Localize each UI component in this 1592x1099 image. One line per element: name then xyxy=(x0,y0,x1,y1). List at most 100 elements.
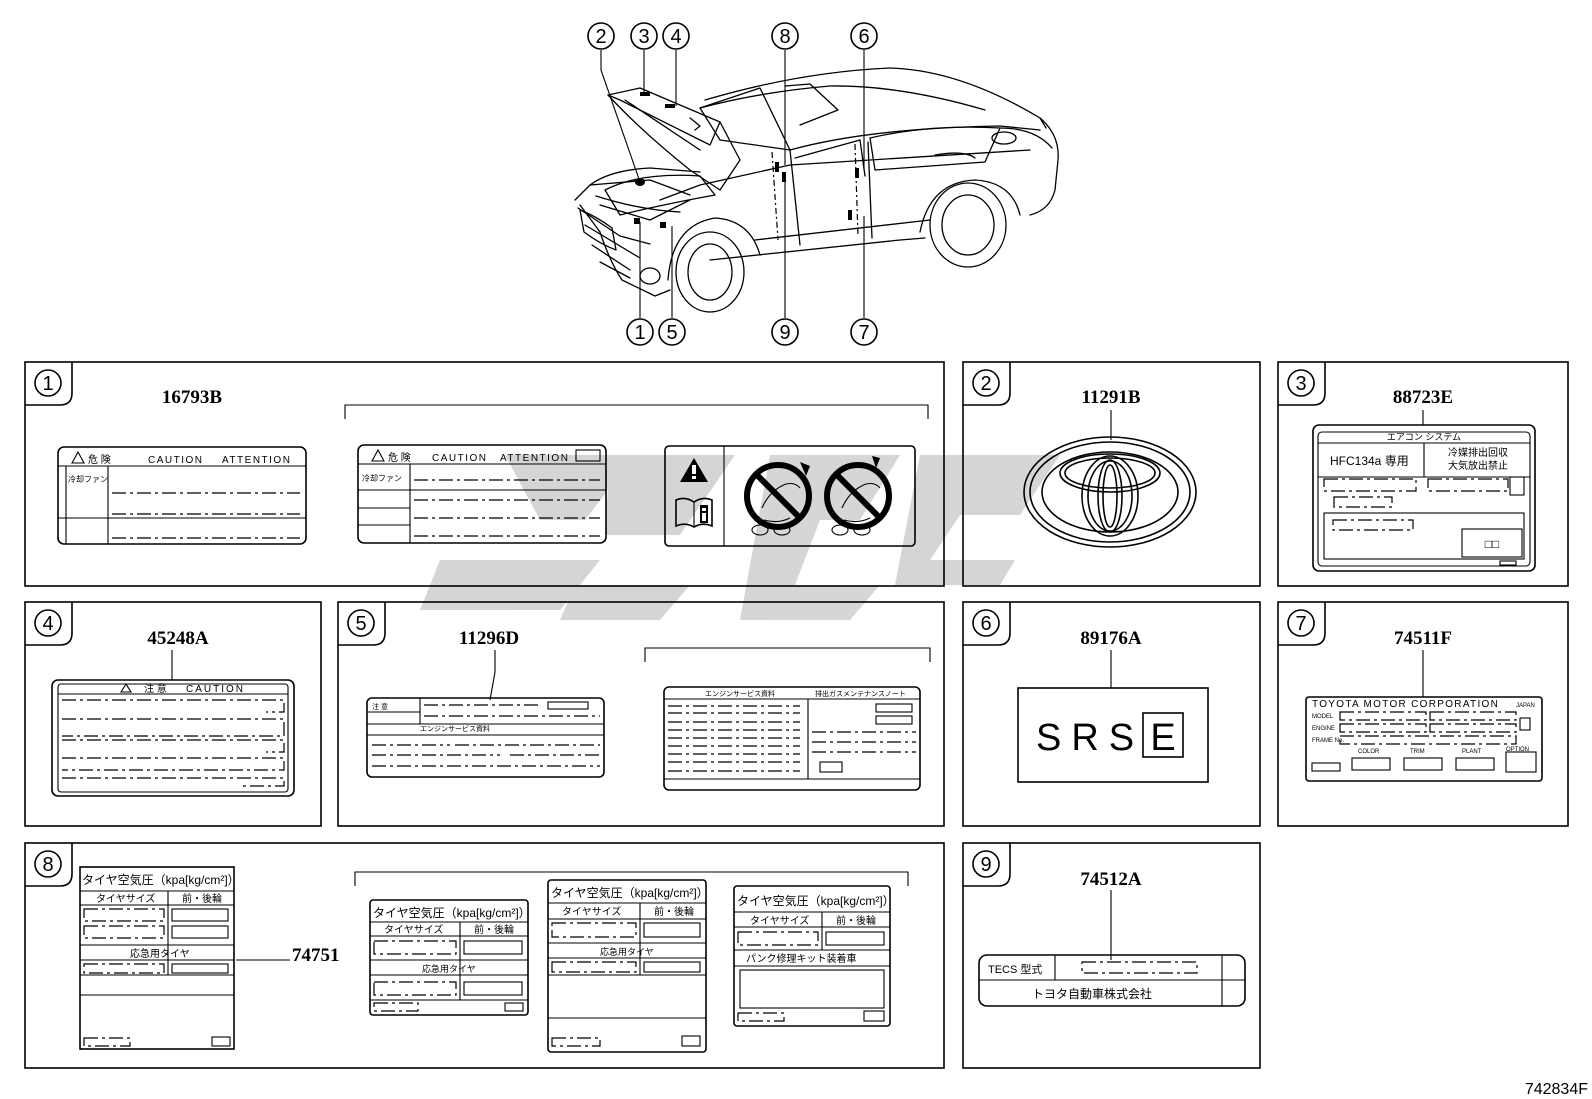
part-number-74511F: 74511F xyxy=(1394,628,1452,649)
panel-callout-1: 1 xyxy=(42,373,53,395)
srs-text: SRS xyxy=(1036,717,1144,759)
panel-callout-tabs xyxy=(25,362,1326,887)
car-callout-text-6: 6 xyxy=(858,26,869,48)
label-a-coolant-fan: 冷却ファン xyxy=(68,474,108,484)
engine-service-title: エンジンサービス資料 xyxy=(705,689,775,698)
tire-c-front-rear: 前・後輪 xyxy=(654,905,694,918)
tire-b-title: タイヤ空気圧（kpa[kg/cm²]） xyxy=(373,905,531,920)
car-callout-8 xyxy=(771,22,799,50)
label-b-attention: ATTENTION xyxy=(500,453,569,464)
car-callouts xyxy=(587,22,878,346)
tire-d-puncture-kit: パンク修理キット装着車 xyxy=(746,952,857,965)
tire-d-front-rear: 前・後輪 xyxy=(836,914,876,927)
panel-2-toyota-emblem xyxy=(1023,410,1197,548)
tire-c-title: タイヤ空気圧（kpa[kg/cm²]） xyxy=(551,885,709,900)
car-callout-4 xyxy=(662,22,690,50)
caution-jp: 注 意 xyxy=(144,682,167,695)
frame-no: FRAME No. xyxy=(1312,738,1344,744)
part-number-74751: 74751 xyxy=(292,945,340,966)
label-b-coolant-fan: 冷却ファン xyxy=(362,473,402,483)
tecs-model: TECS 型式 xyxy=(988,962,1042,976)
toyota-motor-corporation: TOYOTA MOTOR CORPORATION xyxy=(1312,699,1499,710)
panel-callout-7: 7 xyxy=(1295,613,1306,635)
car-callout-text-5: 5 xyxy=(666,322,677,344)
panel-callout-6: 6 xyxy=(980,613,991,635)
car-leader-lines xyxy=(600,50,865,318)
part-number-45248A: 45248A xyxy=(147,628,209,649)
tire-a-front-rear: 前・後輪 xyxy=(182,892,222,905)
toyota-jp: トヨタ自動車株式会社 xyxy=(1032,986,1152,1001)
car-callout-1 xyxy=(626,318,654,346)
caution-en: CAUTION xyxy=(186,684,245,695)
car-callout-text-8: 8 xyxy=(779,26,790,48)
car-callout-3 xyxy=(630,22,658,50)
tire-d-title: タイヤ空気圧（kpa[kg/cm²]） xyxy=(737,893,895,908)
panel-callout-3: 3 xyxy=(1295,373,1306,395)
engine: ENGINE xyxy=(1312,726,1335,732)
car-callout-5 xyxy=(658,318,686,346)
panel-1-labels xyxy=(57,404,929,547)
tire-c-size: タイヤサイズ xyxy=(562,905,621,918)
panel-callout-8: 8 xyxy=(42,854,53,876)
tire-a-size: タイヤサイズ xyxy=(96,892,155,905)
emission-note: 排出ガスメンテナンスノート xyxy=(815,689,906,698)
plant: PLANT xyxy=(1462,749,1482,755)
panel-callout-9: 9 xyxy=(980,854,991,876)
car-callout-text-9: 9 xyxy=(779,322,790,344)
panel-frames xyxy=(24,361,1569,1069)
car-callout-text-4: 4 xyxy=(670,26,681,48)
aircon-hfc: HFC134a 専用 xyxy=(1330,454,1409,468)
panel-callout-5: 5 xyxy=(355,613,366,635)
label-a-danger: 危 険 xyxy=(88,454,111,466)
part-number-74512A: 74512A xyxy=(1080,869,1142,890)
tire-b-spare: 応急用タイヤ xyxy=(422,963,476,974)
japan: JAPAN xyxy=(1516,703,1535,709)
aircon-system-title: エアコン システム xyxy=(1387,432,1461,442)
panel-7-id-plate xyxy=(1305,650,1543,782)
tire-b-size: タイヤサイズ xyxy=(384,923,443,936)
aircon-refrigerant-1: 冷媒排出回収 xyxy=(1448,446,1508,459)
panel-9-tecs-label xyxy=(978,890,1246,1007)
car-callout-2 xyxy=(587,22,615,50)
car-callout-6 xyxy=(850,22,878,50)
panel-4-caution-label xyxy=(51,650,295,797)
aircon-square-mark: □□ xyxy=(1485,537,1500,551)
tire-c-spare: 応急用タイヤ xyxy=(600,946,654,957)
label-a-attention: ATTENTION xyxy=(222,455,291,466)
panel-callout-2: 2 xyxy=(980,373,991,395)
panel-3-aircon-label xyxy=(1312,410,1536,572)
label-b-caution: CAUTION xyxy=(432,453,488,464)
tire-a-title: タイヤ空気圧（kpa[kg/cm²]） xyxy=(82,872,240,887)
trim: TRIM xyxy=(1410,749,1425,755)
part-number-11296D: 11296D xyxy=(459,628,519,649)
label-a-caution: CAUTION xyxy=(148,455,204,466)
part-number-88723E: 88723E xyxy=(1393,387,1453,408)
aircon-refrigerant-2: 大気放出禁止 xyxy=(1448,459,1508,472)
part-number-16793B: 16793B xyxy=(162,387,223,408)
car-callout-text-1: 1 xyxy=(634,322,645,344)
tire-d-size: タイヤサイズ xyxy=(750,914,809,927)
color: COLOR xyxy=(1358,749,1380,755)
car-callout-7 xyxy=(850,318,878,346)
option: OPTION xyxy=(1506,747,1529,753)
srs-e: E xyxy=(1150,717,1175,759)
car-callout-9 xyxy=(771,318,799,346)
model: MODEL xyxy=(1312,714,1334,720)
panel-8-tire-labels xyxy=(79,866,909,1053)
panel-callout-4: 4 xyxy=(42,613,53,635)
label-b-caution-jp: 注 意 xyxy=(372,702,388,711)
car-callout-text-3: 3 xyxy=(638,26,649,48)
car-callout-text-7: 7 xyxy=(858,322,869,344)
car-illustration xyxy=(574,67,1059,313)
part-number-89176A: 89176A xyxy=(1080,628,1142,649)
car-callout-text-2: 2 xyxy=(595,26,606,48)
diagram-id: 742834F xyxy=(1525,1081,1588,1098)
part-number-11291B: 11291B xyxy=(1081,387,1140,408)
panel-6-srs-label xyxy=(1017,650,1209,783)
tire-b-front-rear: 前・後輪 xyxy=(474,923,514,936)
engine-service-short: エンジンサービス資料 xyxy=(420,724,490,733)
panel-5-engine-labels xyxy=(366,647,931,791)
tire-a-spare: 応急用タイヤ xyxy=(130,947,190,960)
label-b-danger: 危 険 xyxy=(388,452,411,464)
